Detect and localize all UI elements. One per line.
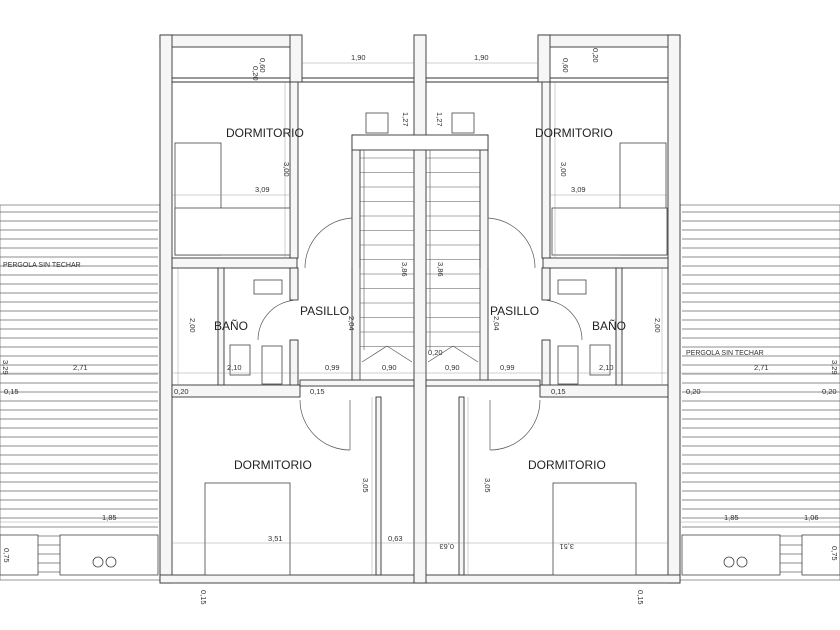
dim-text: 2,71 [73,363,88,372]
dim-text: 0,20 [686,387,701,396]
dim-text: 2,10 [227,363,242,372]
dimension-lines [0,62,840,575]
dim-text: 3,29 [830,360,839,375]
dim-text: 0,90 [382,363,397,372]
label-pergola-right: PERGOLA SIN TECHAR [686,350,764,357]
dim-text: 0,20 [174,387,189,396]
dim-text: 0,20 [591,48,600,63]
dim-text: 1,85 [724,513,739,522]
dim-text: 3,29 [1,360,10,375]
dim-text: 0,20 [822,387,837,396]
dim-text: 0,15 [551,387,566,396]
room-dormitorio-upper-left: DORMITORIO [226,126,304,140]
stairs [360,150,480,363]
dim-text: 0,75 [830,546,839,561]
stair-direction-arrow [361,345,413,363]
dim-text: 2,04 [347,316,356,331]
room-dormitorio-lower-left: DORMITORIO [234,458,312,472]
dim-text: 2,71 [754,363,769,372]
room-bano-right: BAÑO [592,319,626,333]
dim-text: 0,20 [428,348,443,357]
dim-text: 0,15 [636,590,645,605]
dim-text: 1,90 [351,53,366,62]
pergola-left [0,204,161,581]
room-pasillo-right: PASILLO [490,304,539,318]
dim-text: 0,15 [199,590,208,605]
room-pasillo-left: PASILLO [300,304,349,318]
dim-text: 0,90 [445,363,460,372]
pergola-right [679,204,840,581]
building-walls [159,34,681,584]
dim-text: 2,04 [492,316,501,331]
dim-text: 1,27 [401,112,410,127]
dim-text: 3,09 [255,185,270,194]
dim-text: 3,86 [400,262,409,277]
dim-text: 3,51 [559,542,574,551]
dim-text: 3,00 [559,162,568,177]
dim-text: 2,10 [599,363,614,372]
dim-text: 2,00 [653,318,662,333]
room-dormitorio-upper-right: DORMITORIO [535,126,613,140]
dim-text: 0,99 [500,363,515,372]
dim-text: 1,27 [435,112,444,127]
dim-text: 3,51 [268,534,283,543]
dim-text: 3,05 [361,478,370,493]
dim-text: 0,63 [439,542,454,551]
dim-text: 0,15 [310,387,325,396]
dim-text: 0,63 [388,534,403,543]
dim-text: 1,90 [474,53,489,62]
dimension-texts: 1,90 1,90 0,20 0,60 0,60 0,20 1,27 1,27 … [1,48,839,605]
dim-text: 0,99 [325,363,340,372]
dim-text: 0,15 [4,387,19,396]
dim-text: 1,06 [804,513,819,522]
dim-text: 1,85 [102,513,117,522]
dim-text: 3,00 [282,162,291,177]
room-bano-left: BAÑO [214,319,248,333]
dim-text: 0,75 [2,548,11,563]
dim-text: 3,05 [483,478,492,493]
furniture [174,112,668,576]
dim-text: 0,60 [561,58,570,73]
doors [257,217,583,451]
room-labels: DORMITORIO DORMITORIO DORMITORIO DORMITO… [3,126,764,472]
stair-direction-arrow [427,345,479,363]
room-dormitorio-lower-right: DORMITORIO [528,458,606,472]
dim-text: 3,86 [436,262,445,277]
dim-text: 0,60 [258,58,267,73]
dim-text: 0,20 [251,66,260,81]
dim-text: 3,09 [571,185,586,194]
label-pergola-left: PERGOLA SIN TECHAR [3,262,81,269]
dim-text: 2,00 [188,318,197,333]
